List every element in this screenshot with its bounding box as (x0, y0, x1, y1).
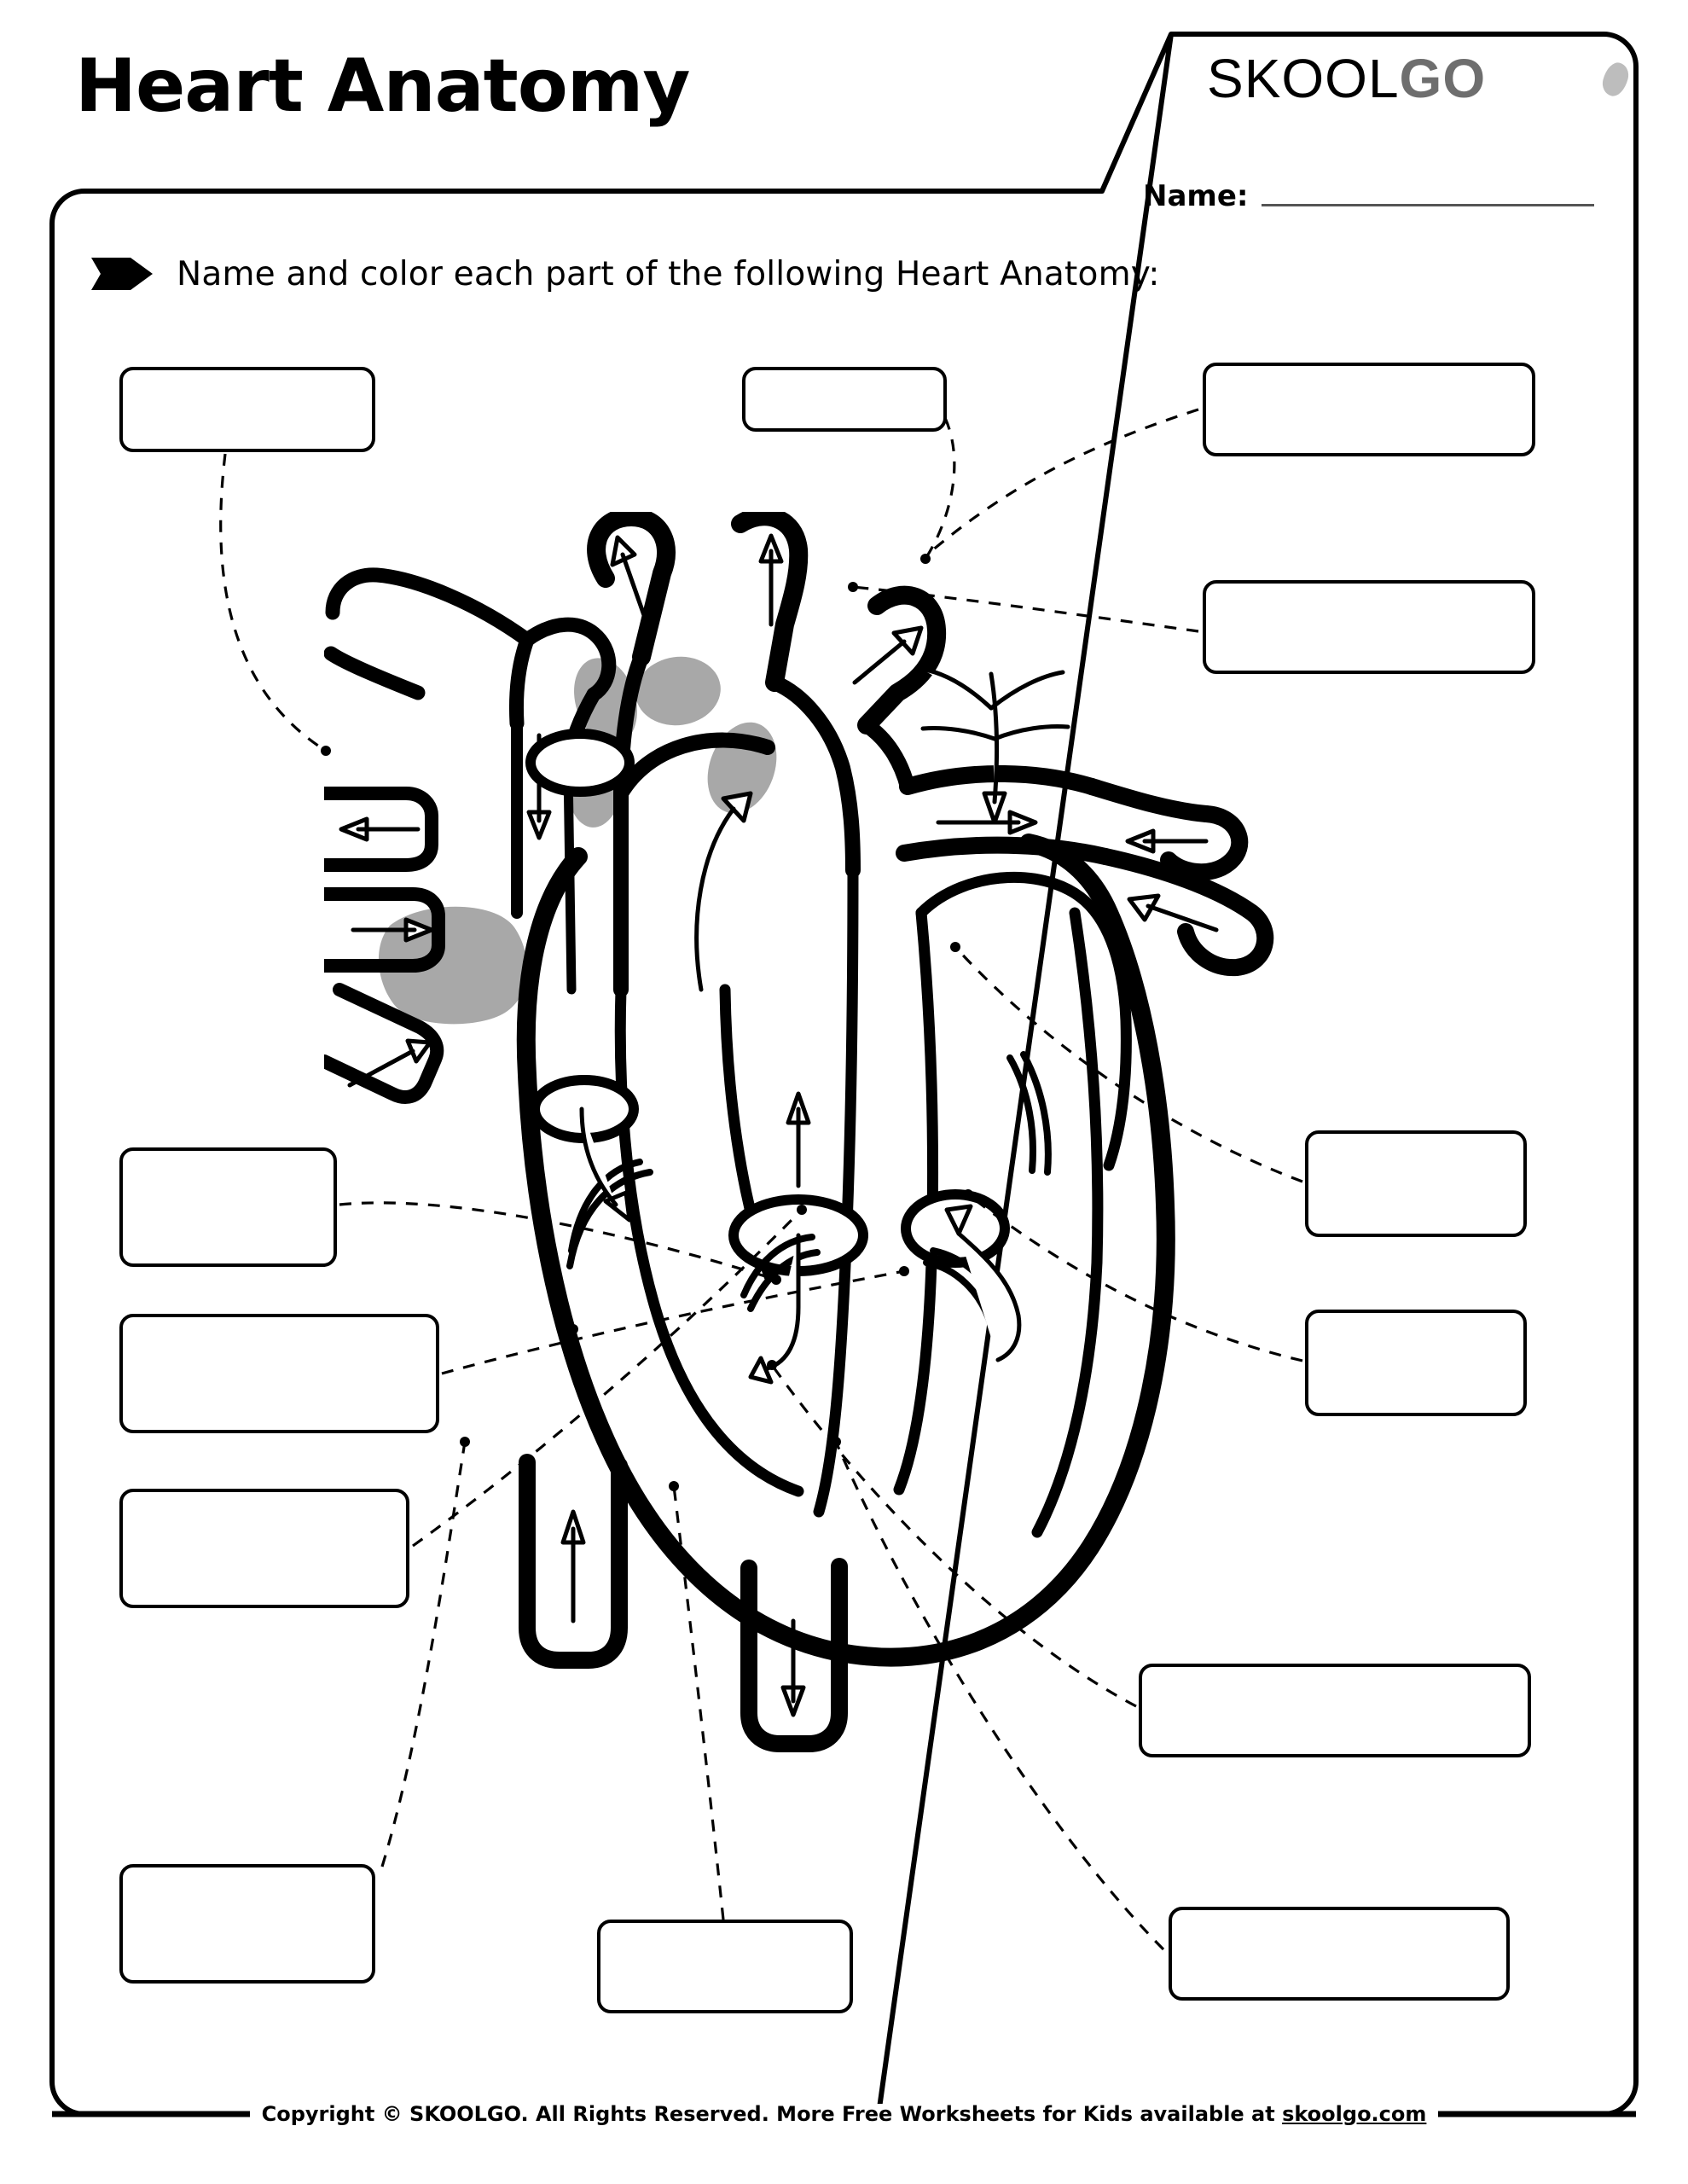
logo-text-skool: SKOOL (1207, 48, 1400, 109)
flow-arrow-pa-2 (1125, 828, 1209, 854)
label-box-text-7 (123, 1492, 406, 1605)
label-box-text-13 (1172, 1910, 1506, 1997)
flow-arrow-pv-3 (347, 1038, 432, 1088)
flow-arrow-branch-1 (610, 535, 647, 620)
label-box-4[interactable] (1203, 580, 1535, 674)
label-box-text-3 (1206, 366, 1532, 453)
label-box-12[interactable] (597, 1920, 853, 2013)
flow-arrow-aorta (694, 791, 753, 992)
flow-arrow-pa-3 (1127, 893, 1219, 932)
flow-arrow-branch-2 (758, 533, 784, 627)
label-box-11[interactable] (119, 1864, 375, 1984)
brand-logo: SKOOLGO (1207, 51, 1486, 106)
connector-1 (219, 453, 327, 752)
label-box-8[interactable] (1305, 1130, 1527, 1237)
arrow-flag-icon (90, 256, 154, 292)
label-box-text-11 (123, 1867, 372, 1980)
label-box-2[interactable] (742, 367, 947, 432)
instruction-text: Name and color each part of the followin… (177, 254, 1160, 293)
instruction-row: Name and color each part of the followin… (90, 256, 1160, 292)
label-box-5[interactable] (119, 1147, 337, 1267)
label-box-10[interactable] (1139, 1664, 1531, 1757)
flow-arrow-ivc (560, 1509, 586, 1623)
label-box-text-10 (1142, 1667, 1528, 1754)
label-box-text-12 (600, 1923, 850, 2010)
label-box-text-1 (123, 370, 372, 449)
label-box-text-2 (745, 370, 943, 428)
logo-text-go: GO (1399, 48, 1487, 109)
label-box-13[interactable] (1169, 1907, 1510, 2001)
label-box-text-6 (123, 1317, 436, 1430)
label-box-3[interactable] (1203, 363, 1535, 456)
flow-arrow-pv-1 (339, 816, 421, 842)
page-title: Heart Anatomy (75, 44, 690, 129)
name-field-line[interactable] (1262, 203, 1595, 206)
footer-link[interactable]: skoolgo.com (1282, 2102, 1427, 2126)
name-field-label: Name: (1143, 179, 1249, 213)
label-box-text-4 (1206, 584, 1532, 671)
name-field[interactable]: Name: (1143, 179, 1595, 213)
flow-arrow-la-inflow (919, 666, 1070, 825)
flow-arrow-pa-1 (936, 810, 1038, 835)
footer: Copyright © SKOOLGO. All Rights Reserved… (0, 2104, 1688, 2124)
tricuspid-valve-ring (525, 729, 635, 797)
label-box-6[interactable] (119, 1314, 439, 1433)
flow-arrow-rv-out (786, 1091, 811, 1188)
label-box-text-5 (123, 1151, 334, 1263)
heart-anatomy-diagram (324, 512, 1274, 1752)
logo-crescent-icon (1599, 60, 1632, 99)
label-box-text-8 (1308, 1134, 1523, 1234)
label-box-1[interactable] (119, 367, 375, 452)
footer-copyright: Copyright © SKOOLGO. All Rights Reserved… (249, 2102, 1439, 2126)
heart-inner-walls (614, 864, 1104, 1538)
label-box-text-9 (1308, 1313, 1523, 1413)
label-box-9[interactable] (1305, 1310, 1527, 1416)
footer-copyright-text: Copyright © SKOOLGO. All Rights Reserved… (261, 2102, 1283, 2126)
label-box-7[interactable] (119, 1489, 409, 1608)
